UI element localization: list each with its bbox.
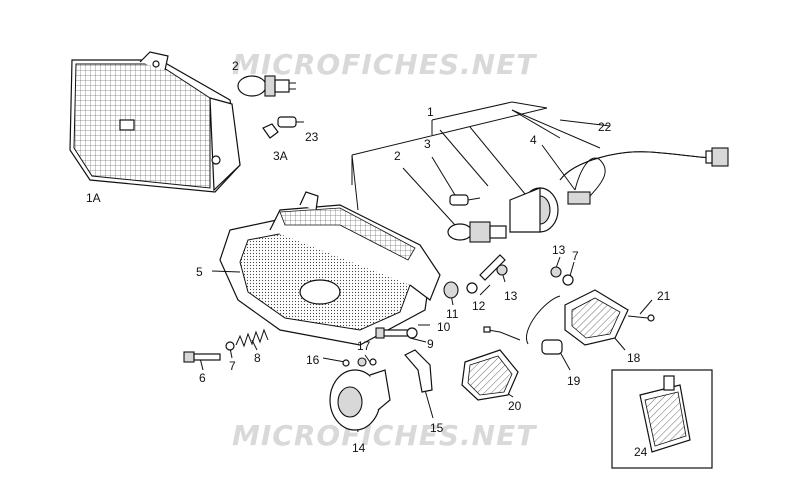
turn-signal-18 [564, 289, 629, 346]
headlight-housing-5 [219, 191, 441, 346]
callout-1a: 1A [86, 191, 101, 205]
callout-24: 24 [634, 445, 648, 459]
headlamp-1a [69, 51, 241, 193]
screw-10 [375, 327, 409, 339]
bulb-2-top [237, 75, 296, 97]
callout-23: 23 [305, 130, 319, 144]
fasteners-11-12-13 [443, 254, 574, 299]
callout-10: 10 [437, 320, 451, 334]
wiring-harness-22 [559, 147, 729, 181]
callout-7-left: 7 [229, 359, 236, 373]
callout-8: 8 [254, 351, 261, 365]
turn-signal-20 [461, 326, 521, 401]
bulb-2-main [447, 221, 507, 243]
callout-7-right: 7 [572, 249, 579, 263]
callout-9: 9 [427, 337, 434, 351]
callout-14: 14 [352, 441, 366, 455]
washer-17 [357, 357, 367, 367]
callout-2-main: 2 [394, 149, 401, 163]
callout-13-left: 13 [504, 289, 518, 303]
callout-13-right: 13 [552, 243, 566, 257]
bolt-6 [183, 351, 221, 363]
bulb-socket-19 [525, 295, 563, 355]
callout-5: 5 [196, 265, 203, 279]
leader-lines [199, 101, 653, 433]
callout-1: 1 [427, 105, 434, 119]
callout-18: 18 [627, 351, 641, 365]
nut-17b [369, 358, 377, 366]
callout-19: 19 [567, 374, 581, 388]
callout-6: 6 [199, 371, 206, 385]
watermark-bottom: MICROFICHES.NET [232, 419, 537, 452]
bulb-3a [262, 123, 279, 139]
washer-9 [406, 327, 418, 339]
callout-3a: 3A [273, 149, 288, 163]
connector-4 [567, 157, 606, 205]
bracket-15 [404, 349, 433, 393]
callout-15: 15 [430, 421, 444, 435]
callout-2-top: 2 [232, 59, 239, 73]
screw-21 [627, 314, 655, 322]
callout-4: 4 [530, 133, 537, 147]
dust-cap [509, 187, 559, 233]
washer-7 [225, 341, 235, 351]
spring-8 [235, 328, 269, 348]
callout-11: 11 [446, 307, 459, 321]
callout-3: 3 [424, 137, 431, 151]
reflector-24-inset [611, 369, 713, 469]
watermark-top: MICROFICHES.NET [232, 48, 537, 81]
callout-22: 22 [598, 120, 612, 134]
callout-16: 16 [306, 353, 320, 367]
bulb-23 [277, 116, 304, 128]
nut-16 [342, 359, 350, 367]
callout-21: 21 [657, 289, 671, 303]
callout-17: 17 [357, 339, 371, 353]
horn-14 [329, 369, 391, 431]
callout-12: 12 [472, 299, 486, 313]
bulb-3 [449, 194, 481, 206]
callout-20: 20 [508, 399, 522, 413]
